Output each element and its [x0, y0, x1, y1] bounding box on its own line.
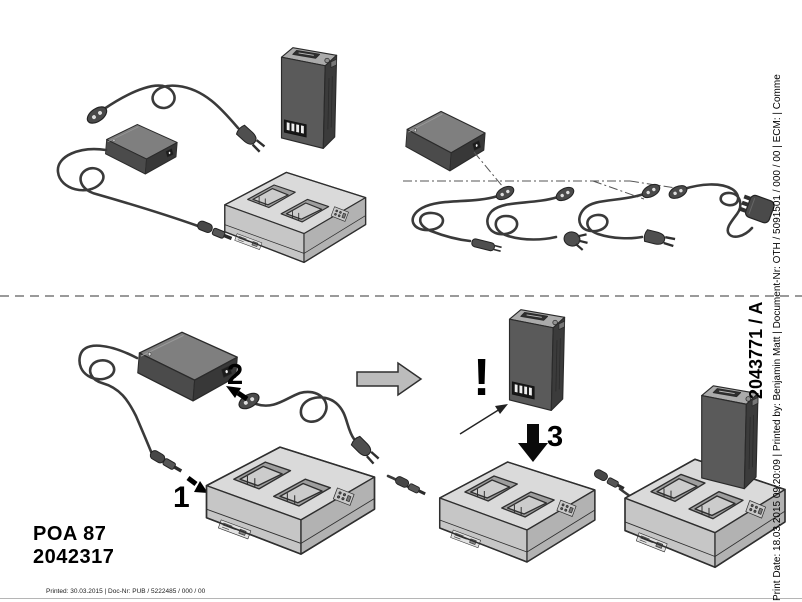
step2-arrow [236, 390, 249, 402]
step1-arrow [186, 476, 198, 486]
step-2-label: 2 [227, 359, 244, 391]
mains-cable-europlug-illustration [83, 84, 268, 155]
transition-arrow [356, 361, 423, 397]
item-number: 2042317 [33, 546, 115, 568]
ac-adapter-side-illustration [405, 110, 486, 172]
charger-with-battery-illustration [592, 385, 786, 569]
sidebar-print-info: Print Date: 18.03.2015 09:20:09 | Printe… [772, 74, 783, 601]
regional-mains-cables-illustration [403, 151, 777, 254]
contacts-pointer-arrowhead [495, 404, 508, 414]
product-code: POA 87 [33, 523, 107, 545]
battery-pack-illustration [280, 47, 338, 149]
revision-number: 2043771 / A [746, 301, 766, 399]
ac-adapter-with-dc-cable-illustration [56, 124, 234, 243]
ferrite-bead-icon [195, 219, 215, 235]
step1-arrowhead [194, 481, 208, 493]
warning-exclamation-label: ! [473, 349, 491, 407]
step-1-label: 1 [173, 481, 190, 514]
adapter-connection-illustration [78, 331, 382, 555]
page-bottom-rule [0, 598, 802, 599]
au-plug-icon [561, 228, 591, 252]
charger-icon [438, 461, 596, 563]
power-adapter-icon [104, 124, 178, 175]
charger-icon [205, 446, 376, 555]
insert-battery-illustration [356, 309, 596, 563]
step-3-label: 3 [547, 421, 564, 453]
power-adapter-icon [137, 331, 238, 402]
two-bay-charger-illustration [224, 171, 367, 264]
contacts-pointer-line [459, 408, 501, 435]
step2-arrowhead [226, 386, 241, 398]
us-plug-icon [470, 237, 503, 254]
uk-plug-icon [737, 191, 777, 225]
assembly-guide-lines [403, 151, 683, 200]
eu-plug-icon [641, 228, 677, 250]
inserted-battery-icon [701, 385, 759, 490]
step3-down-arrow [518, 424, 548, 462]
print-footer-note: Printed: 30.03.2015 | Doc-Nr: PUB / 5222… [46, 588, 206, 595]
europlug-icon [234, 122, 268, 155]
